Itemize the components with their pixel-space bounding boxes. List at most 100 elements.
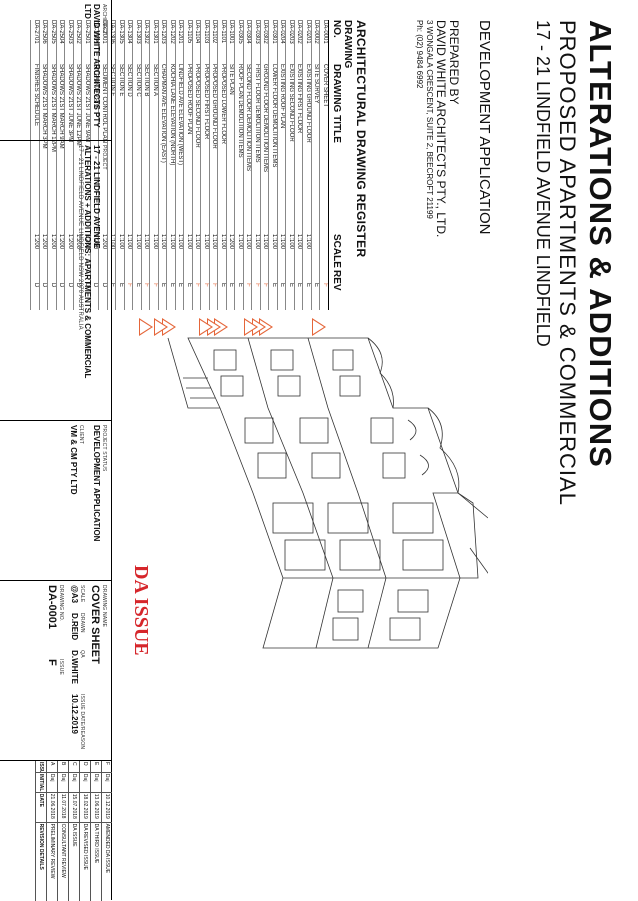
tb-architect: ARCHITECT DAVID WHITE ARCHITECTS PTY LTD	[0, 0, 111, 140]
register-cell-rev: E	[169, 282, 175, 287]
register-cell-no: DA-1201	[177, 20, 184, 44]
revision-cell-initial: Daj	[47, 772, 57, 793]
register-title: ARCHITECTURAL DRAWING REGISTER	[354, 20, 368, 258]
register-header: DRAWING NO. DRAWING TITLE SCALE REV	[328, 20, 353, 310]
revision-cell-issue: F	[102, 761, 112, 773]
revision-cell-initial: Daj	[69, 772, 79, 793]
revision-cell-details: DA REVISED ISSUE	[82, 823, 88, 870]
register-cell-rev: E	[186, 282, 192, 287]
revision-cell-date: 13.06.2019	[91, 792, 101, 823]
register-cell-no: DA-1105	[186, 20, 192, 44]
register-cell-rev: E	[177, 282, 184, 287]
register-cell-title: PROPOSED FIRST FLOOR	[203, 64, 209, 140]
drawing-no: DA-0001	[46, 585, 58, 630]
register-cell-title: PROPOSED LOWER FLOOR	[220, 64, 226, 145]
register-cell-no: DA-1104	[194, 20, 201, 44]
register-cell-scale: 1:100	[211, 234, 218, 250]
header-drawing-title: DRAWING TITLE	[331, 64, 342, 143]
register-cell-rev: E	[135, 282, 141, 287]
register-cell-rev: E	[288, 282, 294, 287]
register-cell-rev: E	[313, 282, 320, 287]
revision-delta-icon	[139, 318, 154, 336]
register-cell-scale: 1:100	[194, 234, 201, 250]
register-cell-no: DA-0204	[279, 20, 286, 44]
revision-cell-date: 10.12.2019	[102, 792, 112, 823]
register-cell-scale: 1:100	[177, 234, 184, 250]
prepared-phone: Ph: (02) 9484 6992	[415, 20, 424, 89]
register-cell-scale: 1:100	[203, 234, 209, 250]
page-title: ALTERATIONS & ADDITIONS	[583, 20, 618, 468]
drawing-name-label: DRAWING NAME	[101, 585, 107, 628]
rev-header-details: REVISION DETAILS	[38, 823, 44, 870]
register-cell-scale: 1:100	[118, 234, 124, 250]
register-cell-scale: 1:100	[254, 234, 260, 250]
register-cell-scale: 1:100	[305, 234, 311, 250]
register-cell-scale: 1:100	[135, 234, 141, 250]
register-cell-no: DA-1305	[118, 20, 124, 44]
register-cell-title: LOWER FLOOR DEMOLITION ITEMS	[271, 64, 277, 168]
revision-cell-initial: Daj	[102, 772, 112, 793]
register-cell-scale: 1:100	[143, 234, 150, 250]
register-cell-scale: 1:100	[296, 234, 303, 250]
revision-cell-details: DA THIRD ISSUE	[93, 823, 99, 864]
revision-cell-issue: B	[58, 761, 68, 773]
register-cell-rev: F	[152, 283, 158, 287]
register-cell-no: DA-1304	[126, 20, 133, 44]
drawing-no-label: DRAWING NO.	[58, 585, 64, 622]
revision-cell-details: PRELIMINARY REVIEW	[49, 823, 55, 879]
register-cell-title: PROPOSED ROOF PLAN	[186, 64, 192, 135]
revision-cell-initial: Daj	[91, 772, 101, 793]
prepared-address: 3 WONGALA CRESCENT, SUITE 2, BEECROFT 21…	[425, 20, 434, 219]
register-cell-scale: 1:200	[228, 234, 235, 250]
site-address: 17 - 21 LINDFIELD AVENUE LINDFIELD	[533, 20, 553, 347]
issue-label: ISSUE	[58, 659, 64, 676]
architect-name: DAVID WHITE ARCHITECTS PTY LTD	[83, 4, 101, 128]
register-cell-title: SITE SURVEY	[313, 64, 320, 104]
register-cell-no: DA-1303	[135, 20, 141, 44]
register-cell-title: CHAPMAN AVE ELEVATION (EAST)	[160, 64, 167, 163]
register-cell-title: PROPOSED GROUND FLOOR	[211, 64, 218, 149]
register-cell-title: ROOF PLAN DEMOLITION ITEMS	[237, 64, 243, 158]
revision-cell-issue: D	[80, 761, 90, 773]
register-cell-rev: F	[262, 283, 269, 287]
register-cell-rev: E	[118, 282, 124, 287]
register-cell-rev: F	[211, 283, 218, 287]
issue-value: F	[46, 659, 58, 666]
header-scale: SCALE	[331, 234, 342, 268]
register-cell-rev: E	[271, 282, 277, 287]
tb-project: PROJECT 17 - 21 LINDFIELD AVENUE ALTERAT…	[0, 140, 111, 421]
register-cell-scale: 1:100	[160, 234, 167, 250]
register-cell-scale: 1:100	[169, 234, 175, 250]
scale-value: @A3	[70, 585, 79, 604]
register-cell-title: PROPOSED SECOND FLOOR	[194, 64, 201, 148]
register-cell-rev: F	[254, 283, 260, 287]
side-wing	[262, 577, 461, 649]
register-cell-title: GROUND FLOOR DEMOLITION ITEMS	[262, 64, 269, 173]
register-cell-no: DA-1102	[211, 20, 218, 44]
parapet-right	[457, 492, 479, 579]
register-cell-title: SECOND FLOOR DEMOLITION ITEMS	[245, 64, 252, 172]
drawn-value: D.REID	[70, 613, 79, 641]
rev-header-issue: ISSUE	[36, 761, 46, 773]
register-cell-scale: 1:100	[245, 234, 252, 250]
